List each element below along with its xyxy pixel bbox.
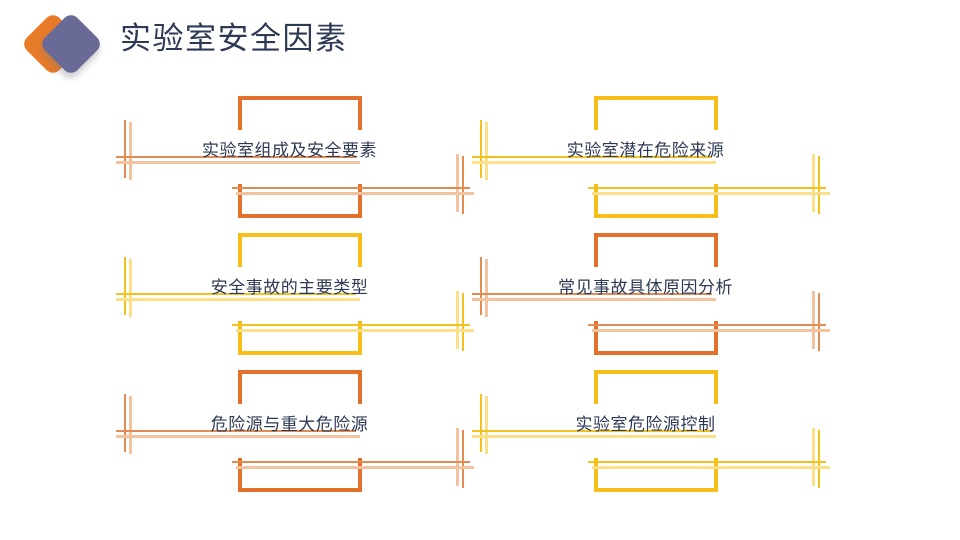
bracket-frame (594, 370, 718, 492)
deco-line-horizontal-thick (236, 466, 474, 470)
deco-line-vertical-thin (480, 257, 482, 315)
deco-line-horizontal-thin (472, 293, 712, 295)
deco-line-horizontal-thin (588, 324, 826, 326)
deco-line-vertical-thin (818, 430, 820, 488)
bracket-bottom (238, 184, 362, 218)
deco-line-horizontal-thin (472, 430, 712, 432)
deco-line-vertical-thick (456, 291, 460, 349)
topic-item[interactable]: 安全事故的主要类型 (112, 223, 474, 358)
item-grid: 实验室组成及安全要素 实验室潜在危险来源安全事故的主要类型 常见事故具体原因分析危险… (0, 86, 960, 506)
deco-line-vertical-thin (480, 120, 482, 178)
deco-line-horizontal-thick (472, 161, 716, 165)
deco-line-horizontal-thin (232, 324, 470, 326)
deco-line-vertical-thin (462, 430, 464, 488)
deco-line-vertical-thin (124, 120, 126, 178)
deco-line-vertical-thick (812, 428, 816, 486)
deco-line-vertical-thick (485, 122, 489, 180)
topic-item[interactable]: 实验室潜在危险来源 (468, 86, 830, 221)
deco-line-horizontal-thin (588, 187, 826, 189)
topic-item-label: 常见事故具体原因分析 (558, 278, 733, 297)
topic-item[interactable]: 常见事故具体原因分析 (468, 223, 830, 358)
deco-line-vertical-thick (485, 396, 489, 454)
deco-line-horizontal-thick (592, 466, 830, 470)
slide-header: 实验室安全因素 (0, 0, 960, 90)
bracket-top (594, 233, 718, 267)
topic-item-label: 危险源与重大危险源 (210, 415, 369, 434)
deco-line-vertical-thin (462, 293, 464, 351)
deco-line-horizontal-thick (592, 192, 830, 196)
deco-line-vertical-thin (480, 394, 482, 452)
deco-line-vertical-thin (124, 257, 126, 315)
deco-line-vertical-thick (129, 396, 133, 454)
topic-item[interactable]: 危险源与重大危险源 (112, 360, 474, 495)
deco-line-horizontal-thick (236, 192, 474, 196)
topic-item-label: 实验室组成及安全要素 (202, 141, 377, 160)
deco-line-horizontal-thin (232, 187, 470, 189)
deco-line-horizontal-thin (232, 461, 470, 463)
bracket-bottom (594, 458, 718, 492)
page-title: 实验室安全因素 (120, 21, 348, 56)
topic-item-label: 安全事故的主要类型 (210, 278, 369, 297)
deco-line-horizontal-thin (588, 461, 826, 463)
deco-line-horizontal-thick (116, 161, 360, 165)
logo (20, 11, 112, 78)
deco-line-horizontal-thick (472, 298, 716, 302)
bracket-bottom (594, 184, 718, 218)
deco-line-horizontal-thick (116, 298, 360, 302)
bracket-top (238, 370, 362, 404)
bracket-bottom (238, 321, 362, 355)
topic-item-label: 实验室潜在危险来源 (566, 141, 725, 160)
bracket-bottom (238, 458, 362, 492)
bracket-top (238, 96, 362, 130)
bracket-top (594, 370, 718, 404)
deco-line-horizontal-thick (116, 435, 360, 439)
bracket-frame (238, 233, 362, 355)
bracket-frame (238, 370, 362, 492)
topic-item-label: 实验室危险源控制 (575, 415, 716, 434)
deco-line-horizontal-thin (116, 430, 356, 432)
deco-line-vertical-thick (812, 154, 816, 212)
bracket-frame (594, 96, 718, 218)
deco-line-vertical-thick (456, 428, 460, 486)
deco-line-horizontal-thin (116, 156, 356, 158)
deco-line-horizontal-thick (236, 329, 474, 333)
deco-line-vertical-thin (462, 156, 464, 214)
deco-line-vertical-thin (818, 293, 820, 351)
deco-line-vertical-thick (456, 154, 460, 212)
deco-line-vertical-thin (124, 394, 126, 452)
bracket-frame (594, 233, 718, 355)
deco-line-vertical-thick (812, 291, 816, 349)
deco-line-vertical-thick (129, 122, 133, 180)
deco-line-vertical-thick (485, 259, 489, 317)
topic-item[interactable]: 实验室危险源控制 (468, 360, 830, 495)
bracket-top (594, 96, 718, 130)
bracket-top (238, 233, 362, 267)
deco-line-vertical-thin (818, 156, 820, 214)
deco-line-horizontal-thick (472, 435, 716, 439)
bracket-bottom (594, 321, 718, 355)
topic-item[interactable]: 实验室组成及安全要素 (112, 86, 474, 221)
deco-line-horizontal-thin (472, 156, 712, 158)
deco-line-horizontal-thin (116, 293, 356, 295)
deco-line-horizontal-thick (592, 329, 830, 333)
bracket-frame (238, 96, 362, 218)
deco-line-vertical-thick (129, 259, 133, 317)
